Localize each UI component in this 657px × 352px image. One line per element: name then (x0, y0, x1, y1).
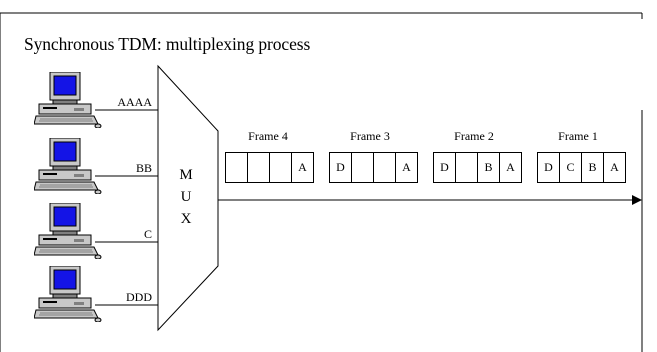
frame-2-slot-3: B (477, 152, 500, 183)
computer-icon (33, 202, 102, 264)
frame-2-slot-4: A (499, 152, 522, 183)
line-label-aaaa: AAAA (117, 95, 152, 109)
computer-icon (33, 265, 102, 327)
line-label-ddd: DDD (126, 290, 152, 304)
frame-2-slot-2 (455, 152, 478, 183)
diagram-title: Synchronous TDM: multiplexing process (24, 34, 311, 54)
mux-letter-u: U (180, 189, 192, 205)
line-label-c: C (143, 227, 152, 241)
mux-letter-m: M (179, 167, 193, 183)
frame-label-2: Frame 2 (454, 129, 494, 143)
frame-1-slot-2: C (559, 152, 582, 183)
frame-2-slot-1: D (433, 152, 456, 183)
frame-1-slot-1: D (537, 152, 560, 183)
output-arrowhead (632, 195, 642, 205)
computer-icon (33, 71, 102, 133)
frame-label-3: Frame 3 (350, 129, 390, 143)
frame-4-slot-1 (225, 152, 248, 183)
frame-3-slot-1: D (329, 152, 352, 183)
frame-4-slot-2 (247, 152, 270, 183)
frame-3-slot-2 (351, 152, 374, 183)
frame-4-slot-4: A (291, 152, 314, 183)
mux-letter-x: X (180, 211, 192, 227)
frame-1-slot-4: A (603, 152, 626, 183)
frame-3-slot-3 (373, 152, 396, 183)
frame-label-1: Frame 1 (558, 129, 598, 143)
frame-3-slot-4: A (395, 152, 418, 183)
line-label-bb: BB (135, 161, 152, 175)
frame-label-4: Frame 4 (248, 129, 288, 143)
frame-4-slot-3 (269, 152, 292, 183)
frame-1-slot-3: B (581, 152, 604, 183)
computer-icon (33, 137, 102, 199)
